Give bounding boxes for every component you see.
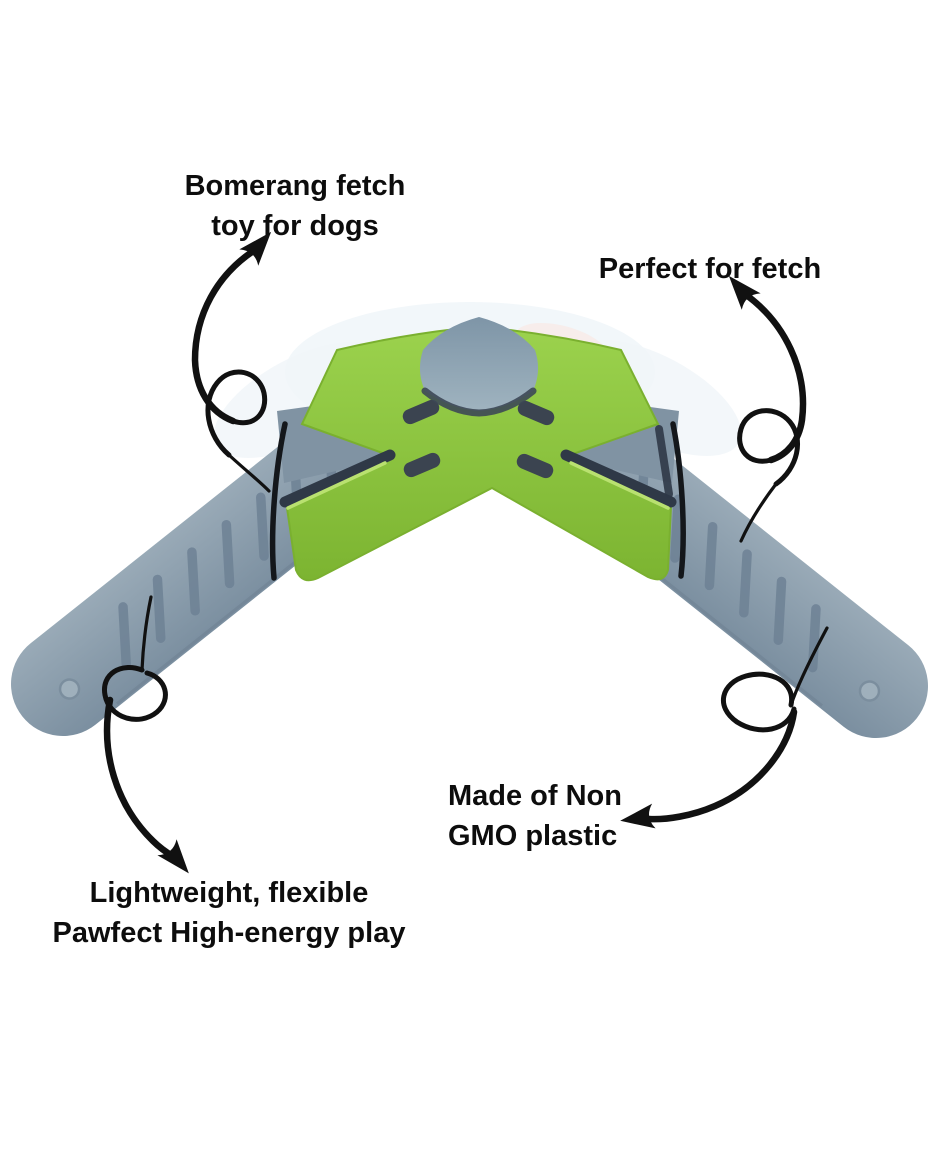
callout-bottom-left-line1: Lightweight, flexible [89, 877, 369, 909]
callout-top-left: Bomerang fetch toy for dogs [115, 166, 475, 246]
callout-bottom-right-line1: Made of Non [448, 780, 622, 812]
callout-top-right-line1: Perfect for fetch [598, 253, 822, 285]
annotation-arrows [102, 223, 829, 882]
callout-top-right: Perfect for fetch [550, 249, 870, 289]
arrow-bottom-right [618, 626, 829, 834]
arrow-top-right [719, 267, 807, 543]
callout-bottom-right: Made of Non GMO plastic [448, 776, 708, 856]
grip-slots [402, 399, 555, 479]
left-wing-rivet [58, 678, 81, 700]
green-core [279, 328, 677, 582]
callout-bottom-right-line2: GMO plastic [448, 820, 618, 852]
callout-top-left-line2: toy for dogs [211, 210, 379, 242]
right-wing-rivet [858, 680, 881, 702]
callout-bottom-left: Lightweight, flexible Pawfect High-energ… [29, 873, 429, 953]
junction-straps [269, 421, 686, 581]
apex-cap [419, 317, 539, 417]
arrow-bottom-left [102, 595, 199, 882]
arrow-top-left [191, 223, 281, 493]
callout-bottom-left-line2: Pawfect High-energy play [52, 917, 406, 949]
callout-top-left-line1: Bomerang fetch [184, 170, 406, 202]
